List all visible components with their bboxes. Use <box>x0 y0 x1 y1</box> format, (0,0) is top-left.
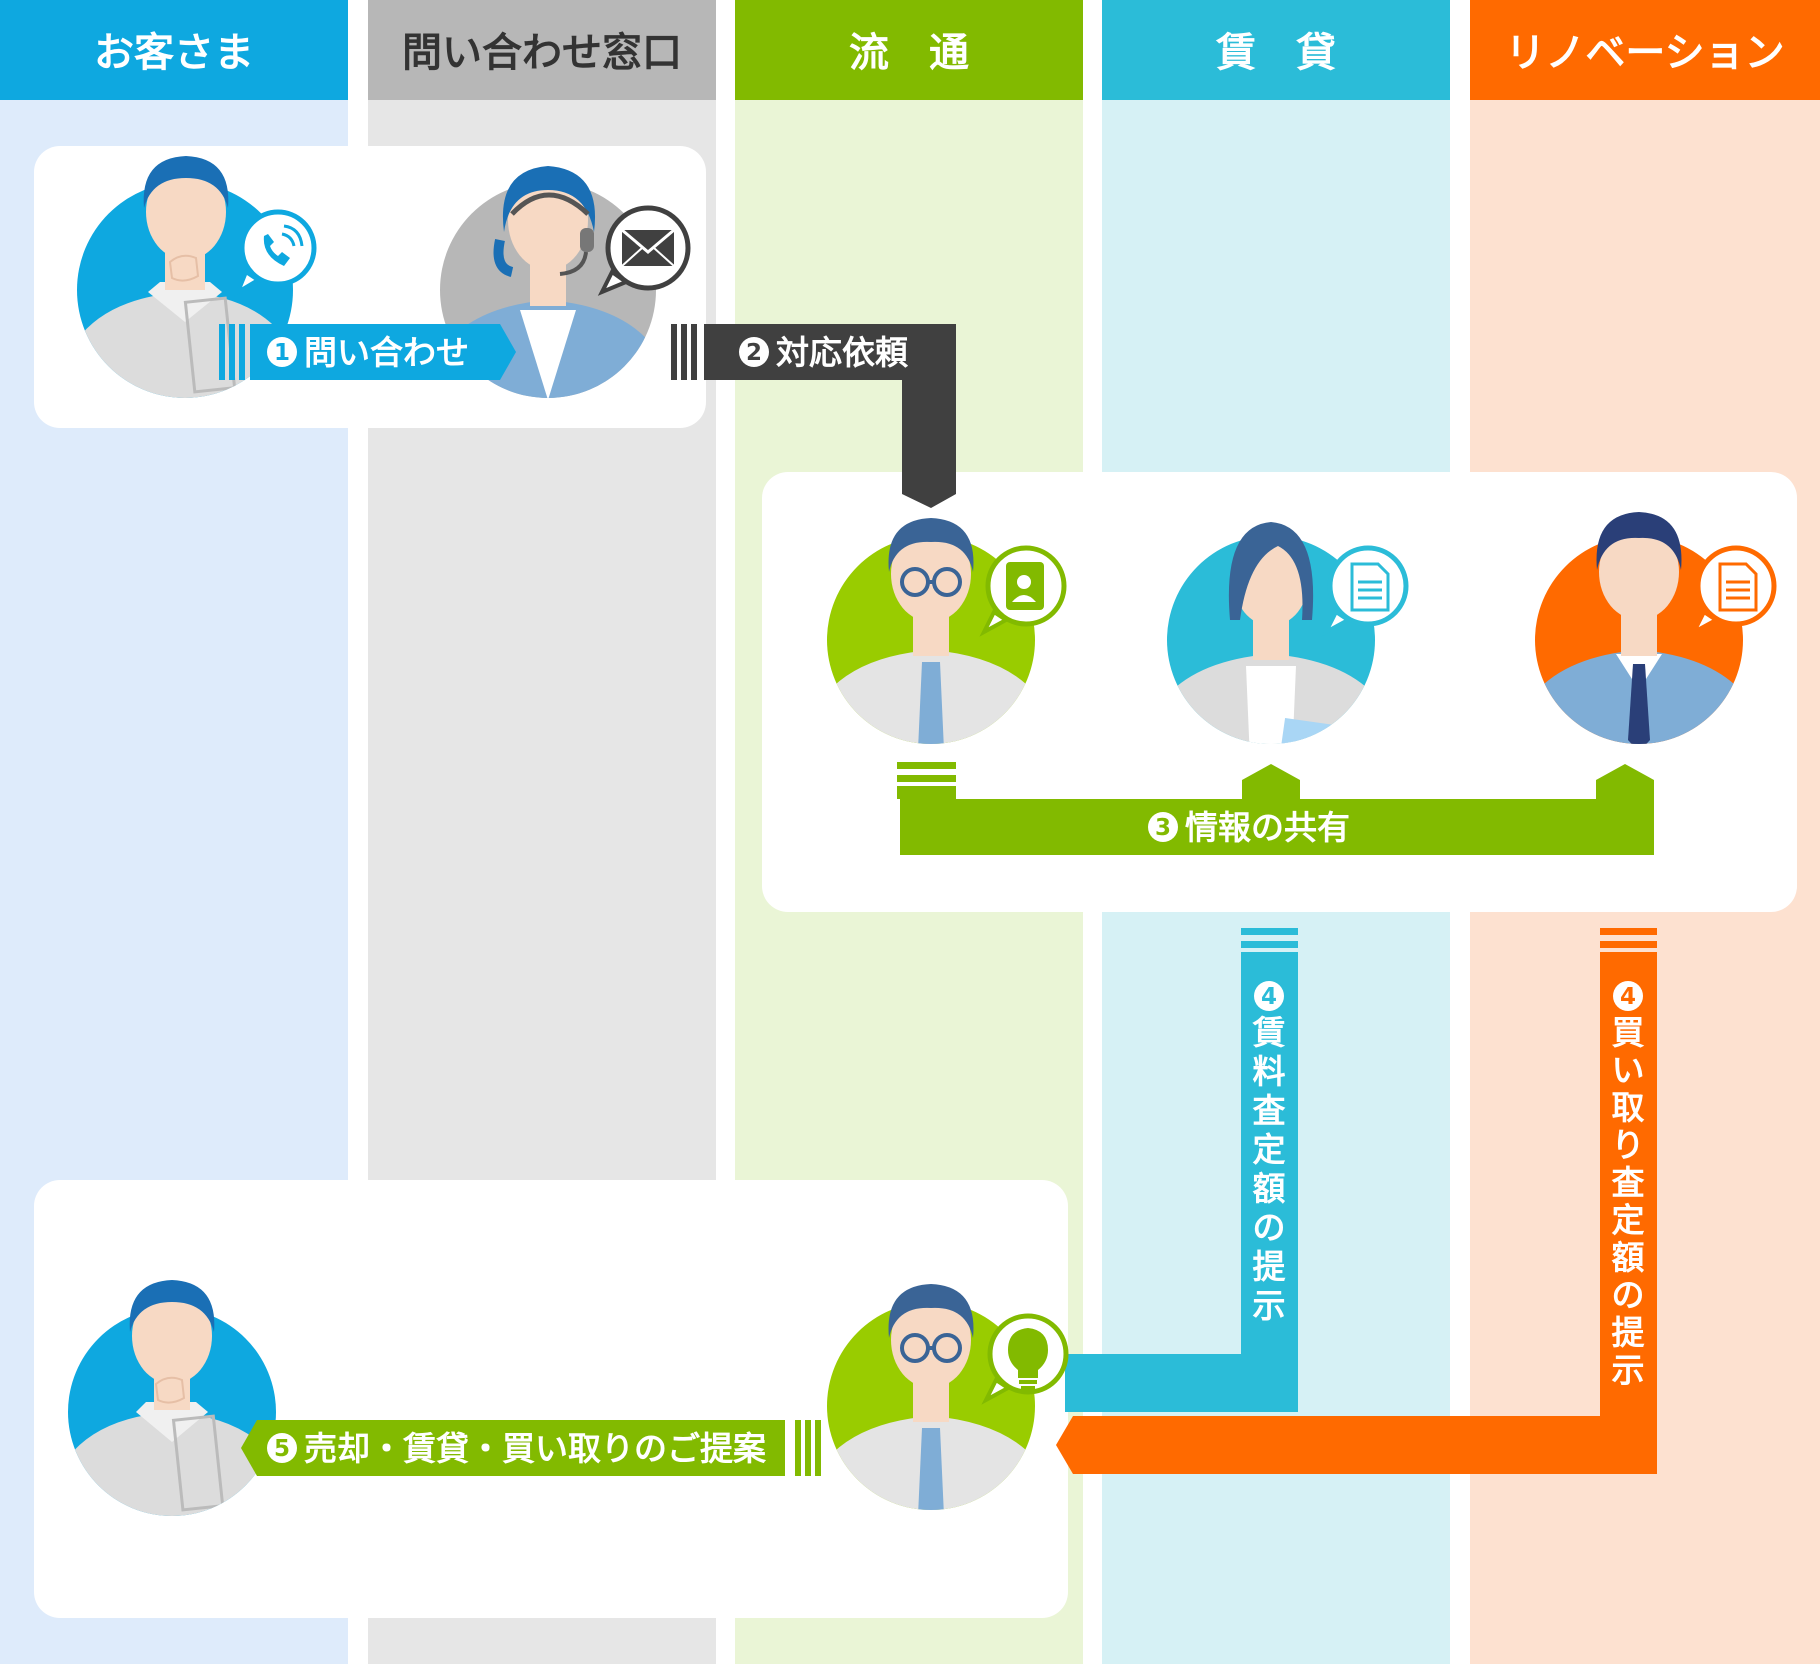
lightbulb-icon <box>981 1313 1069 1405</box>
vertical-label-char: 買 <box>1612 1013 1645 1052</box>
mail-icon <box>597 205 691 296</box>
vertical-label-char: 定 <box>1612 1201 1645 1240</box>
vertical-label-char: の <box>1253 1208 1286 1247</box>
document-icon <box>1689 545 1777 637</box>
vertical-label-char: 提 <box>1612 1313 1646 1352</box>
step-2-number: 2 <box>746 340 762 366</box>
lane-header-label: 流 通 <box>849 30 969 76</box>
vertical-label-char: の <box>1612 1276 1645 1315</box>
step-2-label: 対応依頼 <box>776 333 909 372</box>
vertical-label-char: い <box>1612 1051 1645 1090</box>
step-5-label: 売却・賃貸・買い取りのご提案 <box>304 1429 767 1468</box>
vertical-label-char: 示 <box>1253 1286 1286 1325</box>
vertical-label-char: 取 <box>1612 1088 1645 1127</box>
step-4a-number: 4 <box>1261 984 1277 1010</box>
vertical-label-char: り <box>1612 1126 1645 1165</box>
step-5-arrow: 5 売却・賃貸・買い取りのご提案 <box>241 1420 821 1476</box>
vertical-label-char: 査 <box>1612 1163 1645 1202</box>
phone-icon <box>233 209 317 297</box>
vertical-label-char: 額 <box>1612 1238 1645 1277</box>
lane-header <box>1102 0 1450 100</box>
document-icon <box>1321 545 1409 637</box>
lane-header <box>1470 0 1820 100</box>
step-3-label: 情報の共有 <box>1185 808 1350 847</box>
step-5-number: 5 <box>274 1436 290 1462</box>
step-1-label: 問い合わせ <box>304 333 469 372</box>
panel-proposal <box>34 1180 1068 1618</box>
vertical-label-char: 定 <box>1253 1130 1286 1169</box>
lane-header-label: リノベーション <box>1505 30 1784 76</box>
step-1-arrow: 1 問い合わせ <box>219 324 516 380</box>
lane-header <box>735 0 1083 100</box>
lane-header <box>368 0 716 100</box>
step-1-number: 1 <box>274 340 290 366</box>
vertical-label-char: 賃 <box>1252 1013 1286 1052</box>
avatar-distribution-staff-proposal <box>827 1284 1035 1510</box>
vertical-label-char: 額 <box>1253 1169 1286 1208</box>
lane-header-label: 問い合わせ窓口 <box>402 30 682 76</box>
vertical-label-char: 査 <box>1253 1091 1286 1130</box>
lane-header <box>0 0 348 100</box>
lane-header-label: 賃 貸 <box>1215 30 1336 76</box>
step-2-connector: 2 対応依頼 <box>671 324 956 508</box>
lane-header-label: お客さま <box>94 30 254 76</box>
step-3-sharing-bar: 3 情報の共有 <box>897 762 1654 855</box>
vertical-label-char: 示 <box>1612 1351 1645 1390</box>
vertical-label-char: 提 <box>1253 1247 1287 1286</box>
contact-card-icon <box>979 545 1067 637</box>
vertical-label-char: 料 <box>1253 1052 1286 1091</box>
step-4b-number: 4 <box>1620 984 1636 1010</box>
step-3-number: 3 <box>1155 815 1171 841</box>
